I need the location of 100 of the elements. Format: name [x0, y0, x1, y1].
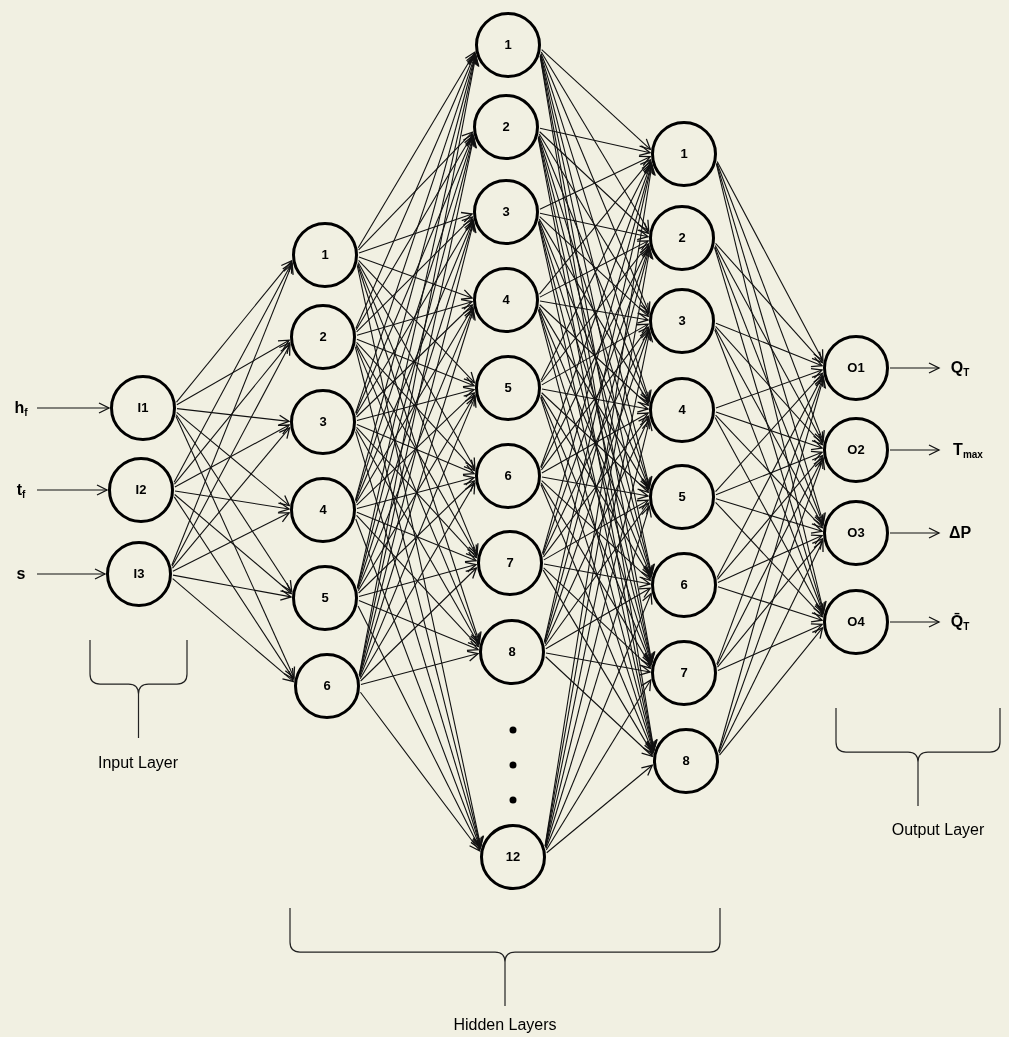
arrow — [356, 304, 473, 418]
arrow — [356, 216, 474, 333]
arrow — [718, 377, 827, 752]
arrow — [889, 527, 940, 539]
arrow — [176, 339, 290, 406]
variable-label: T$_{max}$ — [940, 436, 996, 464]
arrow — [357, 51, 476, 249]
arrow — [358, 131, 474, 251]
arrow — [355, 518, 482, 849]
arrow — [542, 569, 654, 755]
arrow — [716, 374, 824, 578]
arrow — [360, 567, 477, 682]
arrow — [36, 402, 110, 414]
variable-label: Q̄$_{T}$ — [940, 608, 980, 636]
arrow — [171, 263, 294, 566]
arrow — [715, 242, 824, 364]
arrow — [538, 135, 651, 403]
arrow — [355, 52, 477, 330]
arrow — [355, 133, 474, 331]
arrow — [171, 344, 291, 567]
arrow — [545, 587, 651, 650]
arrow — [357, 261, 476, 470]
arrow — [540, 51, 650, 232]
arrow — [171, 427, 291, 569]
arrow — [538, 220, 651, 490]
arrow — [544, 329, 652, 644]
arrow — [546, 764, 653, 854]
arrow — [356, 54, 479, 589]
arrow — [544, 502, 650, 647]
arrow — [359, 691, 481, 852]
arrow — [358, 480, 475, 594]
variable-label: ΔP — [940, 519, 980, 547]
arrow — [359, 482, 476, 680]
arrow — [357, 220, 476, 590]
arrow — [356, 514, 480, 648]
arrow — [358, 256, 473, 300]
arrow — [718, 540, 824, 754]
arrow — [541, 476, 649, 500]
arrow — [541, 480, 651, 581]
arrow — [542, 415, 650, 558]
arrow — [716, 376, 826, 665]
arrow — [540, 396, 653, 666]
arrow — [539, 54, 653, 488]
arrow — [714, 416, 824, 616]
arrow — [356, 423, 475, 475]
arrow — [716, 538, 824, 668]
arrow — [545, 592, 653, 850]
layer-label: Hidden Layers — [453, 1015, 557, 1035]
arrow — [355, 134, 475, 414]
arrow — [174, 424, 290, 488]
arrow — [537, 221, 655, 664]
arrow — [714, 247, 826, 614]
arrow — [540, 162, 654, 468]
arrow — [174, 490, 290, 514]
arrow — [355, 135, 476, 502]
arrow — [359, 395, 477, 678]
arrow — [356, 341, 476, 472]
arrow — [541, 412, 649, 474]
arrow — [717, 455, 824, 580]
arrow — [889, 444, 940, 456]
arrow — [358, 599, 479, 652]
arrow — [714, 327, 824, 527]
arrow — [538, 306, 650, 491]
arrow — [355, 219, 475, 502]
arrow — [718, 458, 826, 753]
layer-label: Input Layer — [97, 753, 179, 773]
arrow — [718, 627, 824, 756]
arrow — [715, 498, 823, 534]
variable-label: t$_{f}$ — [6, 476, 36, 504]
arrow — [355, 345, 481, 644]
arrow — [540, 52, 651, 314]
arrow — [539, 131, 649, 234]
arrow — [542, 246, 652, 555]
arrow — [541, 388, 649, 413]
arrow — [355, 306, 474, 504]
arrow — [172, 574, 292, 601]
arrow — [539, 216, 649, 317]
arrow — [717, 534, 823, 584]
arrow — [538, 159, 652, 295]
arrow — [540, 243, 650, 383]
arrow — [175, 415, 296, 679]
arrow — [715, 163, 827, 613]
arrow — [716, 457, 824, 666]
arrow — [715, 414, 824, 529]
arrow — [545, 505, 652, 849]
arrow — [715, 325, 824, 446]
arrow — [538, 307, 653, 578]
arrow — [355, 431, 483, 848]
arrow — [544, 419, 653, 848]
arrow — [357, 605, 481, 850]
arrow — [717, 623, 823, 672]
arrow — [358, 221, 477, 677]
arrow — [544, 247, 653, 643]
arrow — [540, 326, 650, 471]
arrow — [354, 346, 484, 848]
arrow — [173, 496, 295, 680]
arrow — [175, 260, 293, 403]
arrow — [356, 474, 475, 509]
arrow — [541, 323, 649, 386]
arrow — [538, 218, 650, 404]
